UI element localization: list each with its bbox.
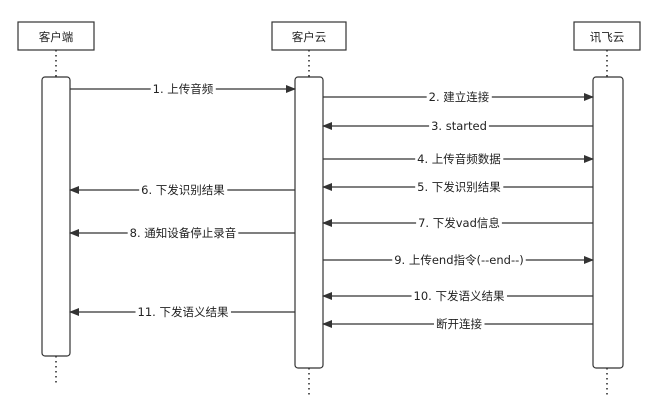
message-label-background — [415, 180, 504, 194]
message-6: 6. 下发识别结果 — [69, 183, 295, 197]
message-label-background — [416, 216, 502, 230]
message-4: 4. 上传音频数据 — [323, 152, 594, 166]
client-activation-bar — [41, 76, 71, 357]
message-label-background — [392, 253, 526, 267]
message-11: 11. 下发语义结果 — [69, 305, 295, 319]
message-label: 3. started — [431, 119, 487, 133]
message-7: 7. 下发vad信息 — [322, 216, 593, 230]
client-participant-label: 客户端 — [39, 30, 74, 44]
iflytek-participant-box: 讯飞云 — [573, 21, 641, 51]
iflytek-participant-label: 讯飞云 — [590, 30, 625, 44]
message-label: 11. 下发语义结果 — [138, 305, 229, 319]
message-10: 10. 下发语义结果 — [322, 289, 593, 303]
message-label-background — [127, 226, 239, 240]
message-label: 9. 上传end指令(--end--) — [394, 253, 524, 267]
message-label: 7. 下发vad信息 — [418, 216, 500, 230]
message-label: 2. 建立连接 — [429, 90, 490, 104]
message-1: 1. 上传音频 — [70, 82, 296, 96]
message-label: 10. 下发语义结果 — [414, 289, 505, 303]
message-5: 5. 下发识别结果 — [322, 180, 593, 194]
cloud-participant-label: 客户云 — [292, 30, 327, 44]
message-label: 5. 下发识别结果 — [417, 180, 501, 194]
message-12: 断开连接 — [322, 317, 593, 331]
message-label-background — [150, 82, 216, 96]
message-label-background — [426, 90, 492, 104]
message-label-background — [135, 305, 231, 319]
message-label-background — [411, 289, 507, 303]
client-participant-box: 客户端 — [17, 21, 95, 51]
message-label-background — [429, 119, 489, 133]
message-8: 8. 通知设备停止录音 — [69, 226, 295, 240]
message-label: 断开连接 — [436, 317, 482, 331]
message-label-background — [415, 152, 504, 166]
message-label-background — [139, 183, 228, 197]
message-label: 8. 通知设备停止录音 — [130, 226, 237, 240]
message-label: 1. 上传音频 — [153, 82, 214, 96]
message-label: 6. 下发识别结果 — [141, 183, 225, 197]
message-label-background — [434, 317, 485, 331]
cloud-participant-box: 客户云 — [271, 21, 347, 51]
iflytek-activation-bar — [592, 76, 624, 369]
message-2: 2. 建立连接 — [323, 90, 594, 104]
message-3: 3. started — [322, 119, 593, 133]
cloud-activation-bar — [294, 76, 324, 369]
message-label: 4. 上传音频数据 — [417, 152, 501, 166]
message-9: 9. 上传end指令(--end--) — [323, 253, 594, 267]
